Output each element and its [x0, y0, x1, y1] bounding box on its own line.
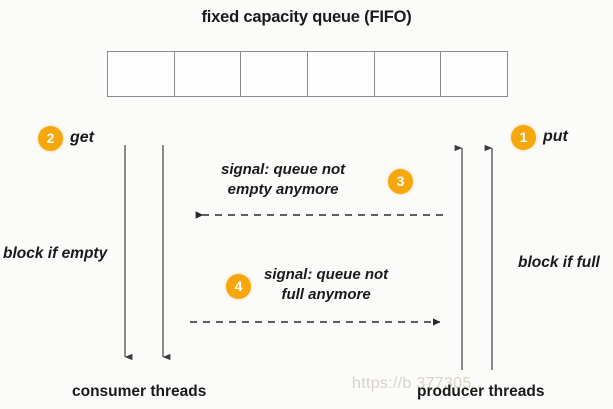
badge-1-put[interactable]: 1: [511, 125, 536, 150]
signal-not-empty-line2: empty anymore: [227, 181, 339, 199]
block-if-full-label: block if full: [518, 254, 600, 271]
signal-not-empty-text: signal: queue not empty anymore: [221, 160, 345, 201]
queue-cell: [241, 52, 309, 96]
queue-cell: [174, 52, 242, 96]
signal-not-full-line1: signal: queue not: [264, 266, 389, 283]
signal-not-full-text: signal: queue not full anymore: [264, 265, 388, 306]
queue-cell: [308, 52, 375, 96]
fifo-queue: [107, 51, 508, 97]
queue-cell: [441, 52, 508, 96]
producer-threads-label: producer threads: [417, 383, 545, 400]
queue-cell: [374, 52, 442, 96]
get-label: get: [70, 129, 94, 146]
badge-2-get[interactable]: 2: [38, 126, 63, 151]
badge-4-signal-not-full[interactable]: 4: [226, 274, 251, 299]
badge-3-signal-not-empty[interactable]: 3: [388, 169, 413, 194]
consumer-threads-label: consumer threads: [72, 383, 207, 400]
block-if-empty-label: block if empty: [3, 245, 108, 262]
signal-not-empty-line1: signal: queue not: [221, 161, 346, 178]
queue-cell: [108, 52, 175, 96]
put-label: put: [543, 128, 568, 145]
signal-not-full-line2: full anymore: [281, 286, 371, 304]
page-title: fixed capacity queue (FIFO): [201, 8, 412, 26]
